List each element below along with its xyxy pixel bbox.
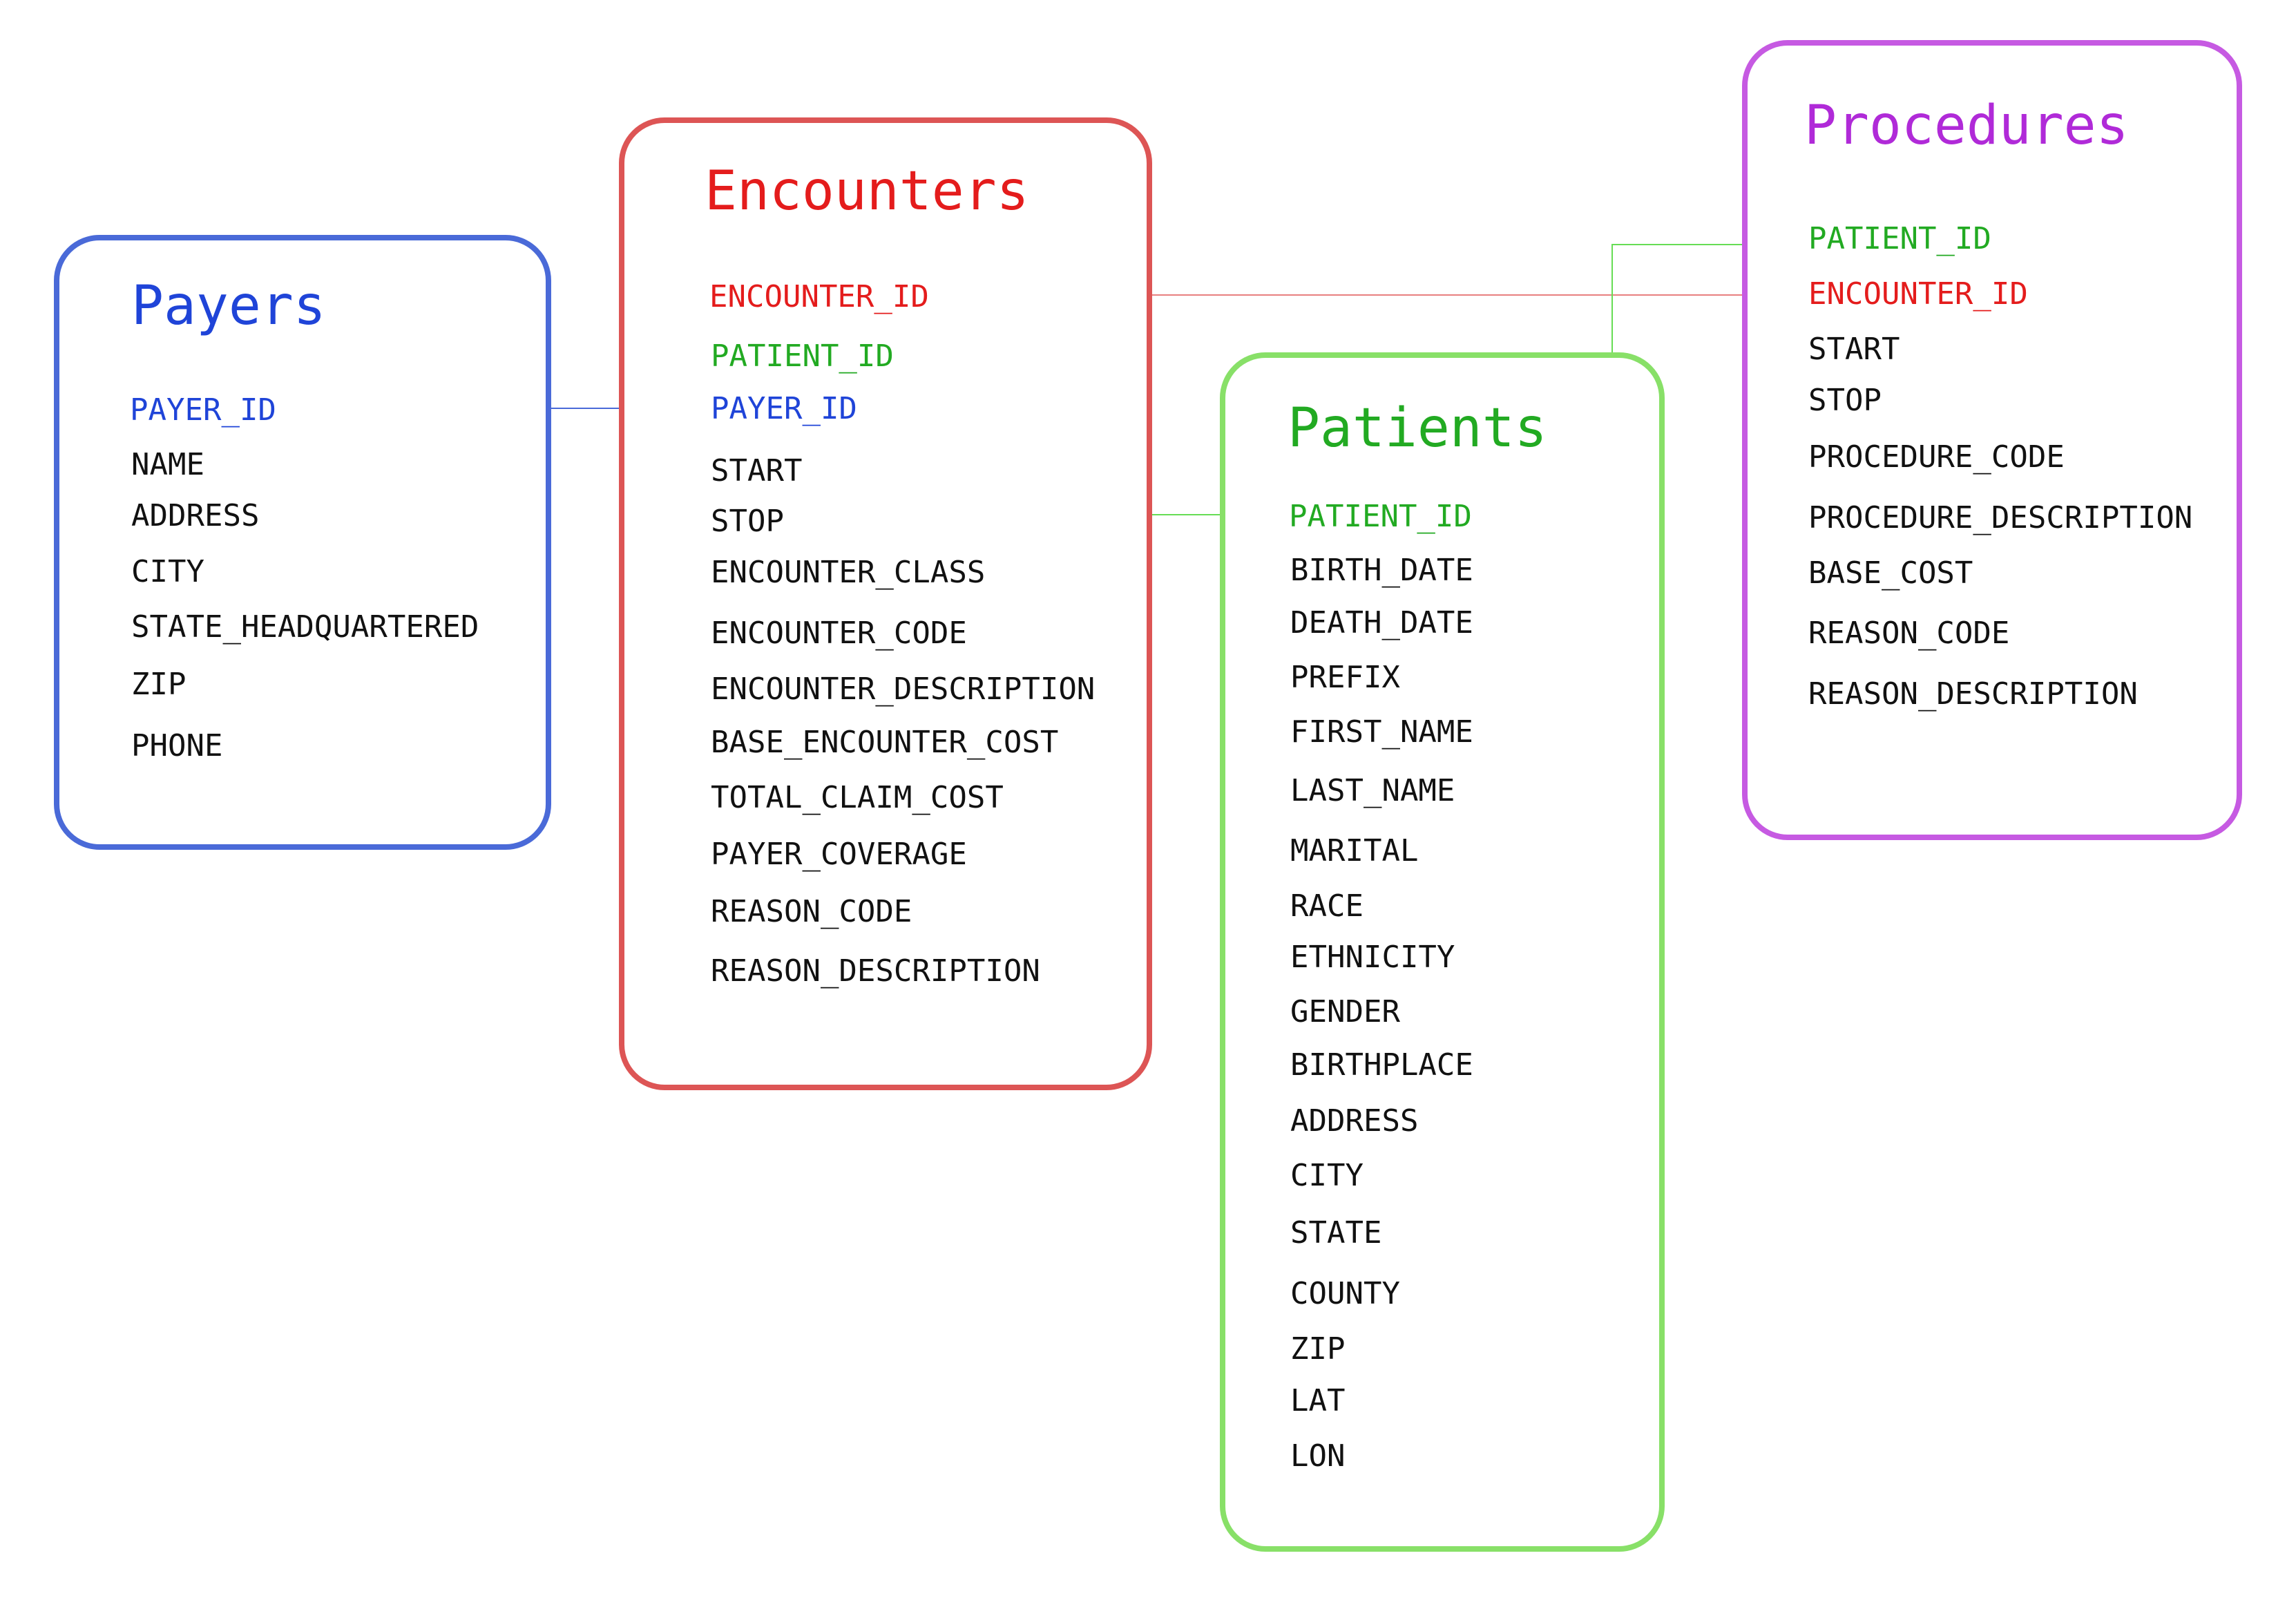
encounters-field-reason-description: REASON_DESCRIPTION [711, 953, 1040, 989]
encounters-field-total-claim-cost: TOTAL_CLAIM_COST [711, 780, 1004, 815]
payers-field-phone: PHONE [131, 728, 223, 763]
patients-field-lon: LON [1290, 1438, 1346, 1474]
payers-field-address: ADDRESS [131, 498, 260, 533]
payers-field-zip: ZIP [131, 667, 186, 702]
patients-field-marital: MARITAL [1290, 833, 1419, 868]
patients-field-birth-date: BIRTH_DATE [1290, 553, 1473, 588]
procedures-title: Procedures [1804, 95, 2129, 157]
encounters-field-encounter-class: ENCOUNTER_CLASS [711, 555, 986, 590]
patients-field-race: RACE [1290, 888, 1364, 924]
patients-field-lat: LAT [1290, 1383, 1346, 1418]
payers-field-name: NAME [131, 447, 204, 482]
patients-field-patient-id: PATIENT_ID [1289, 499, 1472, 534]
procedures-field-start: START [1808, 332, 1900, 367]
procedures-field-patient-id: PATIENT_ID [1808, 221, 1991, 256]
encounters-field-base-encounter-cost: BASE_ENCOUNTER_COST [711, 725, 1059, 760]
procedures-field-base-cost: BASE_COST [1808, 555, 1973, 591]
payers-field-state-headquartered: STATE_HEADQUARTERED [131, 609, 479, 645]
encounters-field-start: START [711, 453, 803, 488]
patients-field-first-name: FIRST_NAME [1290, 714, 1473, 750]
encounters-field-encounter-description: ENCOUNTER_DESCRIPTION [711, 672, 1096, 707]
procedures-field-encounter-id: ENCOUNTER_ID [1808, 276, 2028, 312]
procedures-table[interactable] [1742, 40, 2242, 840]
patients-field-birthplace: BIRTHPLACE [1290, 1047, 1473, 1083]
patients-table[interactable] [1220, 352, 1665, 1552]
patients-field-zip: ZIP [1290, 1331, 1346, 1367]
patients-title: Patients [1288, 397, 1547, 459]
procedures-field-procedure-description: PROCEDURE_DESCRIPTION [1808, 500, 2193, 535]
payers-table[interactable] [54, 235, 551, 850]
payers-title: Payers [131, 275, 326, 337]
payers-field-payer-id: PAYER_ID [130, 392, 276, 428]
encounters-field-payer-id: PAYER_ID [711, 391, 857, 426]
encounters-field-patient-id: PATIENT_ID [711, 339, 894, 374]
patients-field-prefix: PREFIX [1290, 660, 1400, 695]
payers-field-city: CITY [131, 554, 204, 589]
procedures-field-reason-code: REASON_CODE [1808, 616, 2010, 651]
procedures-field-procedure-code: PROCEDURE_CODE [1808, 439, 2065, 475]
patients-field-death-date: DEATH_DATE [1290, 605, 1473, 640]
encounters-field-payer-coverage: PAYER_COVERAGE [711, 837, 967, 872]
encounters-field-encounter-code: ENCOUNTER_CODE [711, 616, 967, 651]
patients-field-county: COUNTY [1290, 1276, 1400, 1311]
patients-field-city: CITY [1290, 1158, 1364, 1193]
encounters-table[interactable] [619, 117, 1152, 1090]
procedures-field-stop: STOP [1808, 383, 1882, 418]
procedures-field-reason-description: REASON_DESCRIPTION [1808, 676, 2138, 712]
encounters-field-reason-code: REASON_CODE [711, 894, 912, 929]
patients-field-address: ADDRESS [1290, 1103, 1419, 1139]
patients-field-state: STATE [1290, 1215, 1382, 1250]
patients-field-gender: GENDER [1290, 994, 1400, 1029]
encounters-field-encounter-id: ENCOUNTER_ID [709, 279, 929, 314]
patients-field-last-name: LAST_NAME [1290, 773, 1455, 808]
encounters-field-stop: STOP [711, 504, 784, 539]
patients-field-ethnicity: ETHNICITY [1290, 940, 1455, 975]
encounters-title: Encounters [705, 160, 1029, 222]
